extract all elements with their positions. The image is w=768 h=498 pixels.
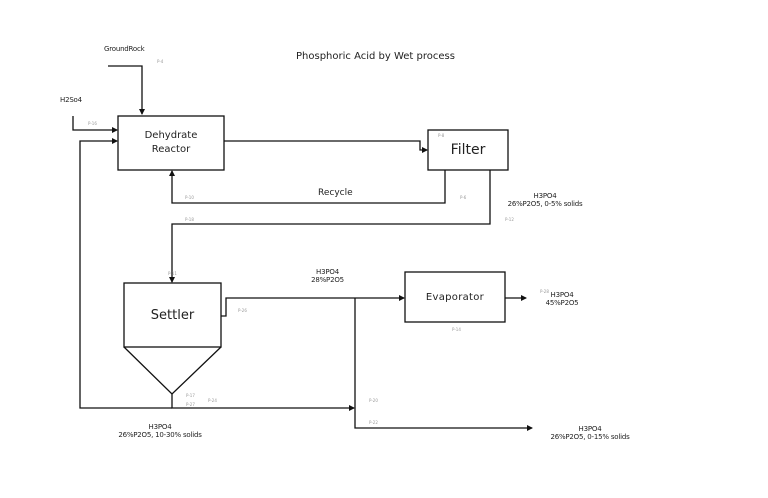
stream-tag-p4: P-4: [157, 59, 164, 64]
diagram-title: Phosphoric Acid by Wet process: [296, 51, 455, 62]
stream-tag-p22: P-22: [369, 420, 378, 425]
evaporator-product-line1: H3PO4: [550, 291, 574, 299]
evaporator-product-line2: 45%P2O5: [545, 299, 579, 307]
stream-tag-p12: P-12: [505, 217, 514, 222]
stream-h2so4: [72, 116, 118, 133]
settler-box[interactable]: [123, 282, 222, 348]
evaporator-label: Evaporator: [425, 291, 485, 303]
stream-tag-p27: P-27: [186, 402, 195, 407]
bypass-product-line2: 26%P2O5, 0-15% solids: [550, 433, 630, 441]
stream-tag-p17: P-17: [186, 393, 195, 398]
stream-tag-p24: P-24: [208, 398, 217, 403]
settler-label: Settler: [150, 307, 195, 323]
stream-recycle: [169, 170, 446, 204]
settler-cone: [123, 346, 222, 395]
stream-reactor-to-filter: [224, 140, 428, 153]
settler-underflow-label: H3PO4 26%P2O5, 10-30% solids: [110, 423, 210, 439]
bypass-product-line1: H3PO4: [578, 425, 602, 433]
filter-box[interactable]: [427, 129, 509, 171]
stream-tag-p26: P-26: [238, 308, 247, 313]
stream-tag-p10: P-10: [185, 195, 194, 200]
filter-product-line2: 26%P2O5, 0-5% solids: [507, 200, 583, 208]
stream-tag-p28: P-28: [540, 289, 549, 294]
bypass-product-label: H3PO4 26%P2O5, 0-15% solids: [540, 425, 640, 441]
reactor-label-line2: Reactor: [151, 144, 191, 155]
filter-label: Filter: [450, 142, 486, 158]
settler-overflow-line2: 28%P2O5: [311, 276, 344, 284]
evaporator-box[interactable]: [404, 271, 506, 323]
stream-tag-p11: P-11: [168, 271, 177, 276]
stream-tag-p20: P-20: [369, 398, 378, 403]
settler-overflow-label: H3PO4 28%P2O5: [300, 268, 355, 284]
filter-product-line1: H3PO4: [533, 192, 557, 200]
settler-overflow-line1: H3PO4: [316, 268, 339, 276]
stream-filter-to-settler: [169, 170, 491, 283]
stream-underflow-recycle: [79, 138, 172, 409]
feed-label-h2so4: H2So4: [60, 96, 82, 104]
stream-bypass: [354, 298, 533, 431]
settler-underflow-line2: 26%P2O5, 10-30% solids: [118, 431, 202, 439]
stream-tag-p16: P-16: [88, 121, 97, 126]
stream-tag-p14: P-14: [452, 327, 461, 332]
settler-underflow-line1: H3PO4: [148, 423, 172, 431]
recycle-label: Recycle: [318, 188, 353, 198]
feed-label-ground-rock: GroundRock: [104, 45, 145, 53]
reactor-label: Dehydrate Reactor: [118, 116, 224, 170]
stream-underflow-to-junction: [171, 394, 355, 411]
stream-tag-p18: P-18: [185, 217, 194, 222]
stream-tag-p8: P-8: [438, 133, 445, 138]
stream-tag-p6: P-6: [460, 195, 467, 200]
filter-product-label: H3PO4 26%P2O5, 0-5% solids: [500, 192, 590, 208]
stream-settler-overflow: [221, 295, 405, 317]
stream-ground-rock: [108, 65, 145, 115]
evaporator-product-label: H3PO4 45%P2O5: [538, 291, 586, 307]
reactor-label-line1: Dehydrate: [144, 130, 198, 141]
